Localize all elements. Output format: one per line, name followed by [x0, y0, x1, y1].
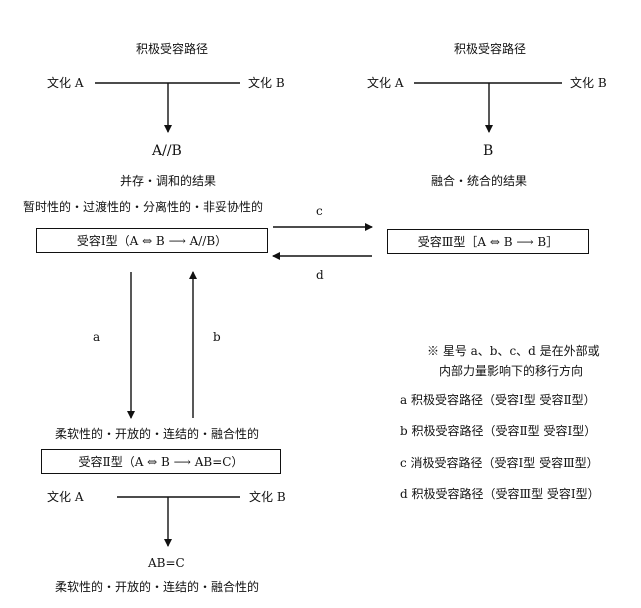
label-b: b — [213, 330, 221, 344]
note-item-c: c 消极受容路径（受容Ⅰ型 受容Ⅲ型） — [400, 456, 599, 470]
top-right-result-desc: 融合・统合的结果 — [431, 174, 528, 188]
top-right-culture-a: 文化 A — [367, 76, 404, 90]
label-d: d — [316, 268, 324, 282]
note-item-d: d 积极受容路径（受容Ⅲ型 受容Ⅰ型） — [400, 487, 600, 501]
type-1-box: 受容Ⅰ型（A ⇔ B ⟶ A//B） — [36, 228, 268, 253]
top-left-culture-a: 文化 A — [47, 76, 84, 90]
label-c: c — [316, 204, 323, 218]
top-left-traits: 暂时性的・过渡性的・分离性的・非妥协性的 — [23, 200, 264, 214]
top-right-culture-b: 文化 B — [570, 76, 607, 90]
note-line-1: ※ 星号 a、b、c、d 是在外部或 — [427, 344, 600, 358]
type-2-box: 受容Ⅱ型（A ⇔ B ⟶ AB=C） — [41, 449, 281, 474]
type-3-box: 受容Ⅲ型［A ⇔ B ⟶ B］ — [387, 229, 589, 254]
bottom-traits-bottom: 柔软性的・开放的・连结的・融合性的 — [55, 580, 260, 594]
top-right-title: 积极受容路径 — [454, 42, 527, 56]
top-left-result: A//B — [152, 143, 182, 159]
top-left-title: 积极受容路径 — [136, 42, 209, 56]
bottom-result: AB=C — [148, 556, 185, 570]
bottom-traits-top: 柔软性的・开放的・连结的・融合性的 — [55, 427, 260, 441]
top-right-result: B — [483, 143, 494, 159]
label-a: a — [93, 330, 101, 344]
note-item-b: b 积极受容路径（受容Ⅱ型 受容Ⅰ型） — [400, 424, 597, 438]
note-line-2: 内部力量影响下的移行方向 — [439, 364, 584, 378]
top-left-culture-b: 文化 B — [248, 76, 285, 90]
note-item-a: a 积极受容路径（受容Ⅰ型 受容Ⅱ型） — [400, 393, 596, 407]
bottom-culture-b: 文化 B — [249, 490, 286, 504]
top-left-result-desc: 并存・调和的结果 — [120, 174, 217, 188]
bottom-culture-a: 文化 A — [47, 490, 84, 504]
